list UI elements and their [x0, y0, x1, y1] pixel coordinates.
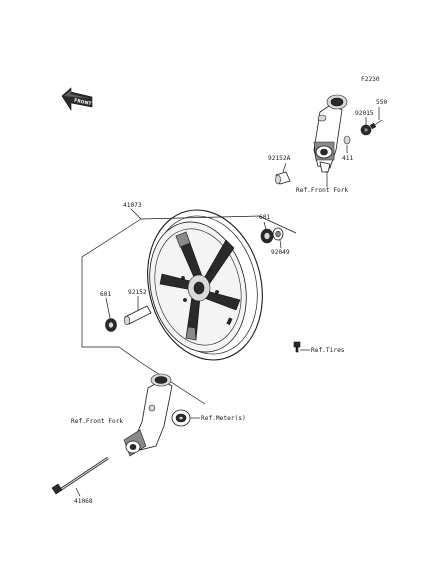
label-ref-tires: Ref.Tires — [311, 347, 345, 354]
label-550: 550 — [376, 99, 387, 106]
label-601-top: 601 — [259, 214, 270, 221]
collar-92152-illustration — [123, 305, 152, 325]
seal-92049-illustration — [272, 227, 284, 241]
label-41073: 41073 — [123, 202, 142, 209]
collar-92152A-illustration — [275, 171, 291, 185]
collar-411-illustration — [343, 135, 351, 145]
nut-92015-illustration — [360, 124, 372, 136]
front-arrow-text: FRONT — [73, 98, 92, 108]
label-92152A: 92152A — [268, 155, 291, 162]
front-wheel-illustration — [147, 209, 263, 361]
front-fork-right-illustration — [313, 94, 348, 173]
label-92015: 92015 — [355, 110, 374, 117]
tire-valve-illustration — [293, 341, 301, 353]
figure-code: F2230 — [361, 76, 380, 83]
label-601-left: 601 — [100, 291, 111, 298]
label-411: 411 — [342, 155, 353, 162]
label-ref-meter: Ref.Meter(s) — [201, 415, 246, 422]
bearing-601-left-illustration — [105, 318, 117, 332]
label-92049: 92049 — [271, 249, 290, 256]
label-ref-front-fork-bottom: Ref.Front Fork — [71, 418, 123, 425]
bearing-601-top-illustration — [260, 228, 274, 244]
front-fork-left-illustration — [123, 373, 173, 457]
axle-41068-illustration — [51, 456, 109, 495]
front-direction-arrow-icon: FRONT — [61, 87, 93, 112]
bolt-550-illustration — [369, 119, 383, 130]
meter-drive-illustration — [171, 409, 191, 427]
label-41068: 41068 — [74, 498, 93, 505]
label-92152: 92152 — [128, 289, 147, 296]
label-ref-front-fork-top: Ref.Front Fork — [296, 187, 348, 194]
wheel-group-bracket — [81, 215, 297, 348]
